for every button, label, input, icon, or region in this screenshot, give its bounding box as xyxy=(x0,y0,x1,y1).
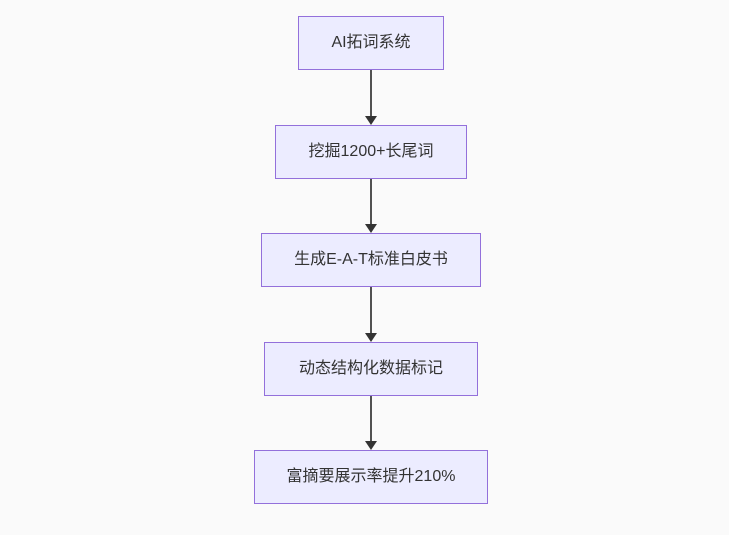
arrow-head-icon xyxy=(365,333,377,342)
flow-arrow-4 xyxy=(365,396,377,450)
flow-node-structured-data-markup: 动态结构化数据标记 xyxy=(264,342,478,396)
flow-node-label: 动态结构化数据标记 xyxy=(298,360,443,377)
flow-arrow-1 xyxy=(365,70,377,125)
arrow-head-icon xyxy=(365,116,377,125)
arrow-head-icon xyxy=(365,441,377,450)
flow-node-longtail-keywords: 挖掘1200+长尾词 xyxy=(275,125,467,179)
flow-arrow-3 xyxy=(365,287,377,342)
arrow-line xyxy=(370,287,372,334)
flow-node-label: AI拓词系统 xyxy=(331,34,411,51)
arrow-line xyxy=(370,179,372,225)
flow-node-rich-snippet-uplift: 富摘要展示率提升210% xyxy=(254,450,488,504)
flow-node-label: 挖掘1200+长尾词 xyxy=(308,143,434,160)
arrow-head-icon xyxy=(365,224,377,233)
flow-node-ai-word-expansion: AI拓词系统 xyxy=(298,16,444,70)
arrow-line xyxy=(370,70,372,117)
flow-arrow-2 xyxy=(365,179,377,233)
flow-node-eat-whitepaper: 生成E-A-T标准白皮书 xyxy=(261,233,481,287)
flow-node-label: 富摘要展示率提升210% xyxy=(286,468,456,485)
arrow-line xyxy=(370,396,372,442)
flow-node-label: 生成E-A-T标准白皮书 xyxy=(294,251,448,268)
